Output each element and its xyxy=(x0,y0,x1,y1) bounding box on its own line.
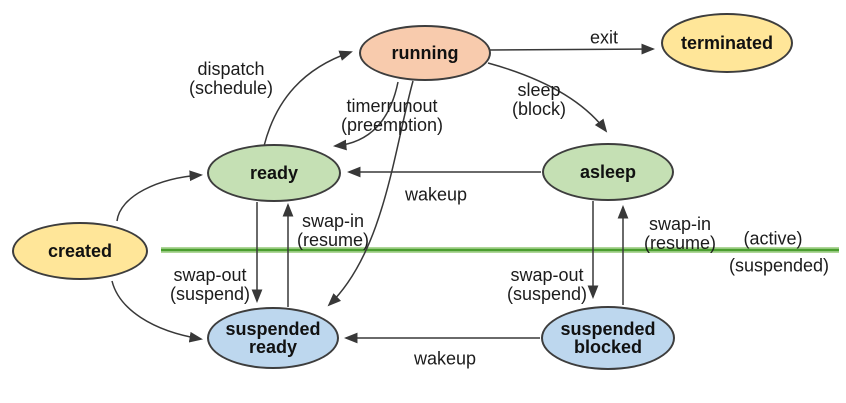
state-node-asleep: asleep xyxy=(542,143,674,201)
state-node-suspended-blocked: suspended blocked xyxy=(541,306,675,370)
edge-label-sleep: sleep (block) xyxy=(511,79,567,119)
edge-label-wakeup-bottom: wakeup xyxy=(413,348,477,369)
arrow-running-to-suspended-ready xyxy=(327,80,414,307)
state-node-created: created xyxy=(12,222,148,280)
arrow-created-to-ready xyxy=(116,170,204,222)
region-label-suspended: (suspended) xyxy=(728,255,830,276)
state-node-suspended-ready: suspended ready xyxy=(207,307,339,369)
edge-label-swap-in-right: swap-in (resume) xyxy=(643,213,717,253)
arrow-created-to-suspended-ready xyxy=(111,280,203,343)
arrow-running-to-ready-timerrunout xyxy=(332,81,399,151)
region-label-active: (active) xyxy=(743,228,803,249)
edge-label-swap-in-left: swap-in (resume) xyxy=(296,210,370,250)
arrow-running-to-terminated-exit xyxy=(489,43,656,55)
arrow-ready-to-running-dispatch xyxy=(263,50,353,147)
arrow-running-to-asleep-sleep xyxy=(487,62,608,133)
state-node-running: running xyxy=(359,25,491,81)
state-node-terminated: terminated xyxy=(661,13,793,73)
edge-label-swap-out-left: swap-out (suspend) xyxy=(169,264,251,304)
edge-label-exit: exit xyxy=(589,27,619,48)
edge-label-swap-out-right: swap-out (suspend) xyxy=(506,264,588,304)
edge-label-dispatch: dispatch (schedule) xyxy=(188,58,274,98)
edge-label-wakeup-top: wakeup xyxy=(404,184,468,205)
state-node-ready: ready xyxy=(207,144,341,202)
edge-label-timerrunout: timerrunout (preemption) xyxy=(340,95,444,135)
